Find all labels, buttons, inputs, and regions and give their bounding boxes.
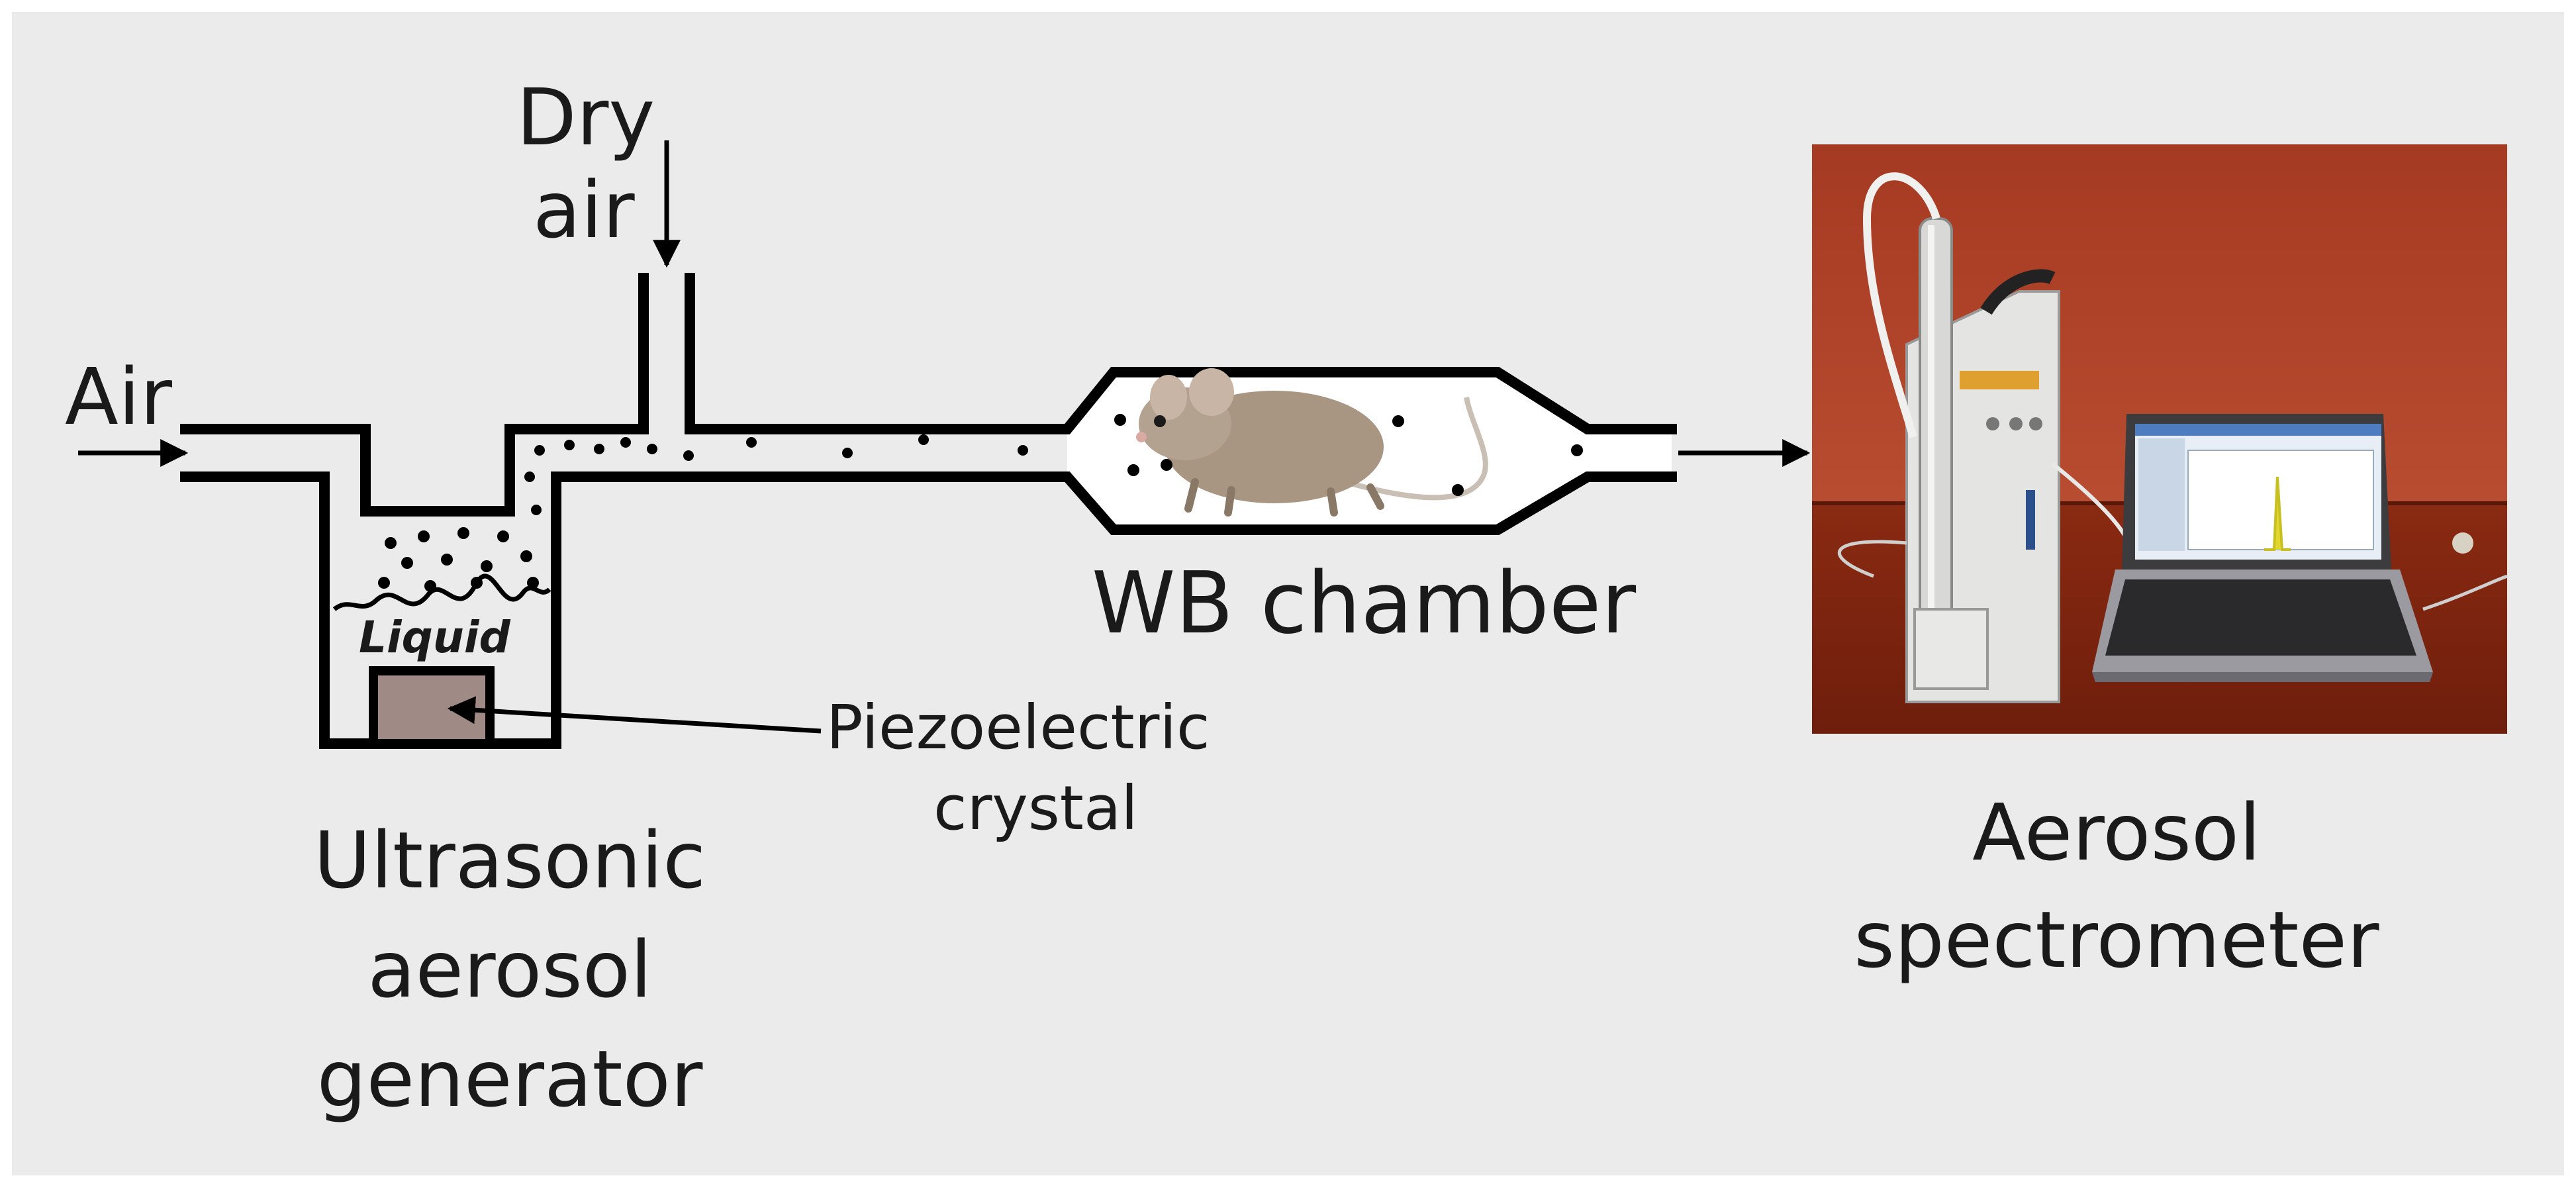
wb-chamber <box>1027 367 1677 535</box>
liquid-surface <box>332 573 551 611</box>
dry-air-label-line2: air <box>533 164 635 256</box>
aerosol-droplets <box>378 434 1028 592</box>
laptop-icon <box>2092 414 2433 682</box>
generator-label-line2: aerosol <box>367 924 651 1015</box>
piezo-label-line2: crystal <box>933 773 1138 844</box>
liquid-label: Liquid <box>359 612 511 663</box>
generator-label-line1: Ultrasonic <box>314 815 706 906</box>
chamber-label: WB chamber <box>1092 554 1637 653</box>
aerosol-spectrometer-photo <box>1812 144 2508 734</box>
air-label: Air <box>65 351 173 442</box>
mouse-icon <box>1136 368 1488 517</box>
piezoelectric-crystal <box>369 666 495 748</box>
aerosol-generator <box>180 273 1594 749</box>
spectrometer-label-line1: Aerosol <box>1972 787 2261 878</box>
spectrometer-label-line2: spectrometer <box>1854 894 2379 985</box>
dry-air-label-line1: Dry <box>516 72 655 163</box>
piezo-pointer-arrow <box>447 696 822 734</box>
generator-label-line3: generator <box>317 1033 703 1124</box>
piezo-label-line1: Piezoelectric <box>826 692 1210 763</box>
